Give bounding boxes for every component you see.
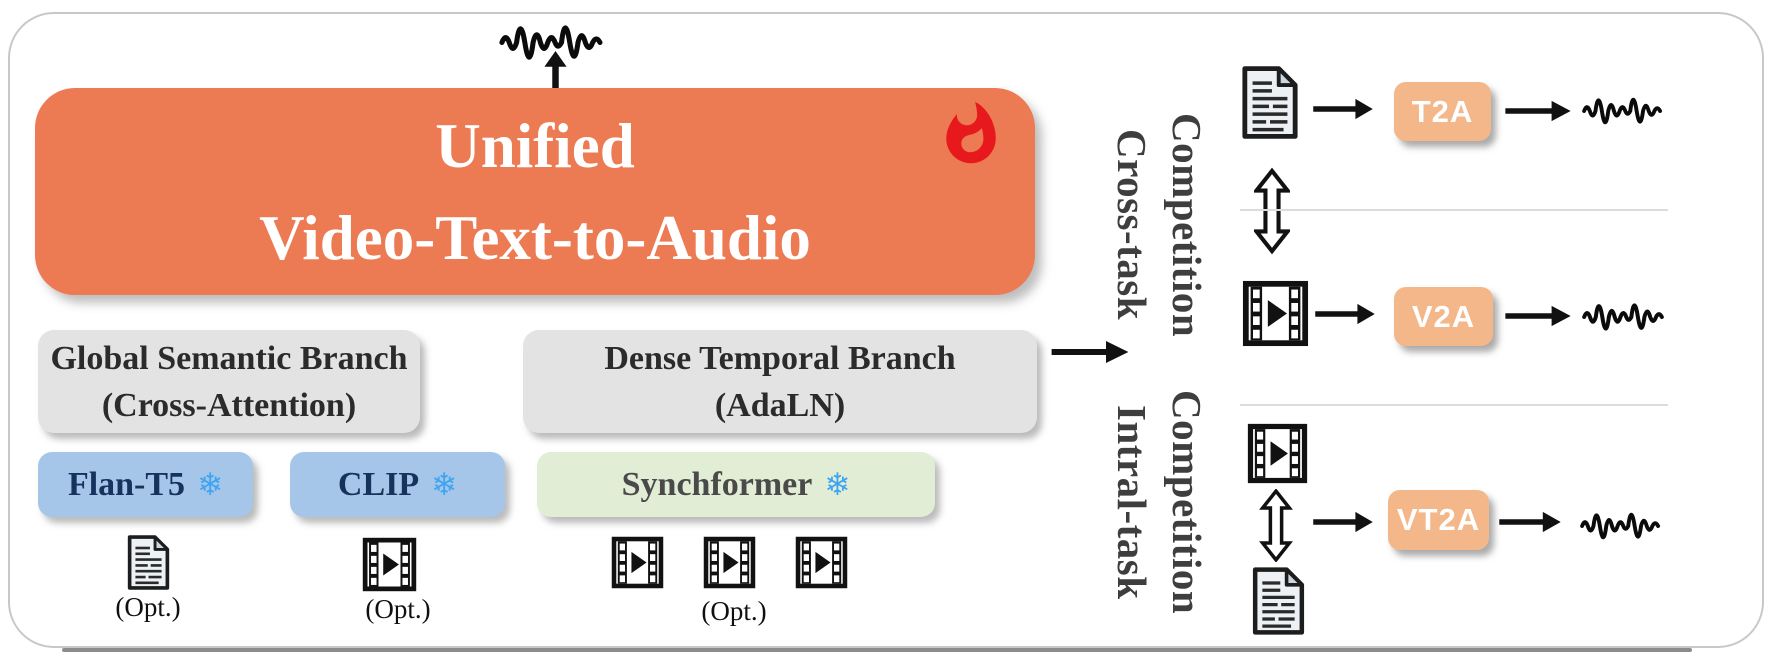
video-film-icon: [1242, 276, 1309, 351]
text-opt-label: (Opt.): [115, 592, 181, 622]
synchformer-box: Synchformer ❄: [537, 452, 935, 517]
dense-temporal-branch-box: Dense Temporal Branch (AdaLN): [523, 330, 1037, 433]
clip-label: CLIP: [337, 465, 420, 503]
arrow-right-icon: [1504, 304, 1572, 328]
model-title-line1: Unified: [435, 110, 635, 181]
audio-waveform-icon: [1582, 291, 1672, 343]
double-arrow-icon: [1257, 489, 1295, 562]
arrow-right-icon: [1498, 510, 1562, 534]
video-film-icon: [703, 535, 756, 590]
snowflake-icon: ❄: [431, 466, 458, 503]
cross-task-competition-label: Cross-task Competition: [1104, 82, 1218, 368]
cross-task-line2: Competition: [1164, 112, 1210, 338]
v2a-task-box: V2A: [1394, 287, 1493, 346]
audio-waveform-icon: [1582, 86, 1670, 136]
arrow-right-icon: [1312, 97, 1374, 121]
global-branch-line2: (Cross-Attention): [101, 386, 357, 424]
intra-task-competition-label: Intral-task Competition: [1104, 366, 1218, 638]
global-branch-line1: Global Semantic Branch: [50, 339, 408, 377]
bottom-rule: [62, 648, 1692, 652]
text-document-icon: [1249, 566, 1308, 636]
dense-branch-line1: Dense Temporal Branch: [604, 339, 956, 377]
model-title-line2: Video-Text-to-Audio: [259, 202, 811, 273]
arrow-right-icon: [1504, 99, 1572, 123]
snowflake-icon: ❄: [824, 466, 851, 503]
synchformer-label: Synchformer: [621, 465, 813, 503]
video-film-icon: [362, 537, 417, 592]
unified-model-box: Unified Video-Text-to-Audio: [35, 88, 1035, 295]
up-arrow-icon: [543, 51, 568, 88]
trainable-flame-icon: [938, 94, 1004, 172]
video-opt-label: (Opt.): [365, 594, 431, 624]
sync-opt-label: (Opt.): [701, 596, 767, 626]
text-document-icon: [1240, 60, 1300, 145]
arrow-right-icon: [1312, 510, 1374, 534]
row-divider: [1240, 404, 1668, 406]
video-film-icon: [611, 535, 664, 590]
t2a-task-box: T2A: [1394, 82, 1491, 141]
dense-branch-line2: (AdaLN): [714, 386, 846, 424]
video-film-icon: [1246, 423, 1309, 484]
global-semantic-branch-box: Global Semantic Branch (Cross-Attention): [38, 330, 420, 433]
intra-task-line2: Competition: [1164, 389, 1210, 615]
flan-t5-label: Flan-T5: [67, 465, 186, 503]
cross-task-line1: Cross-task: [1109, 129, 1155, 321]
text-document-icon: [126, 533, 171, 592]
double-arrow-icon: [1254, 163, 1290, 259]
row-divider: [1240, 209, 1668, 211]
snowflake-icon: ❄: [197, 466, 224, 503]
audio-waveform-icon: [1580, 501, 1668, 551]
figure-border: [8, 12, 1764, 648]
video-film-icon: [795, 535, 848, 590]
flan-t5-box: Flan-T5 ❄: [38, 452, 253, 517]
intra-task-line1: Intral-task: [1109, 404, 1155, 600]
clip-box: CLIP ❄: [290, 452, 505, 517]
vt2a-task-box: VT2A: [1388, 490, 1489, 550]
arrow-right-icon: [1314, 302, 1376, 326]
